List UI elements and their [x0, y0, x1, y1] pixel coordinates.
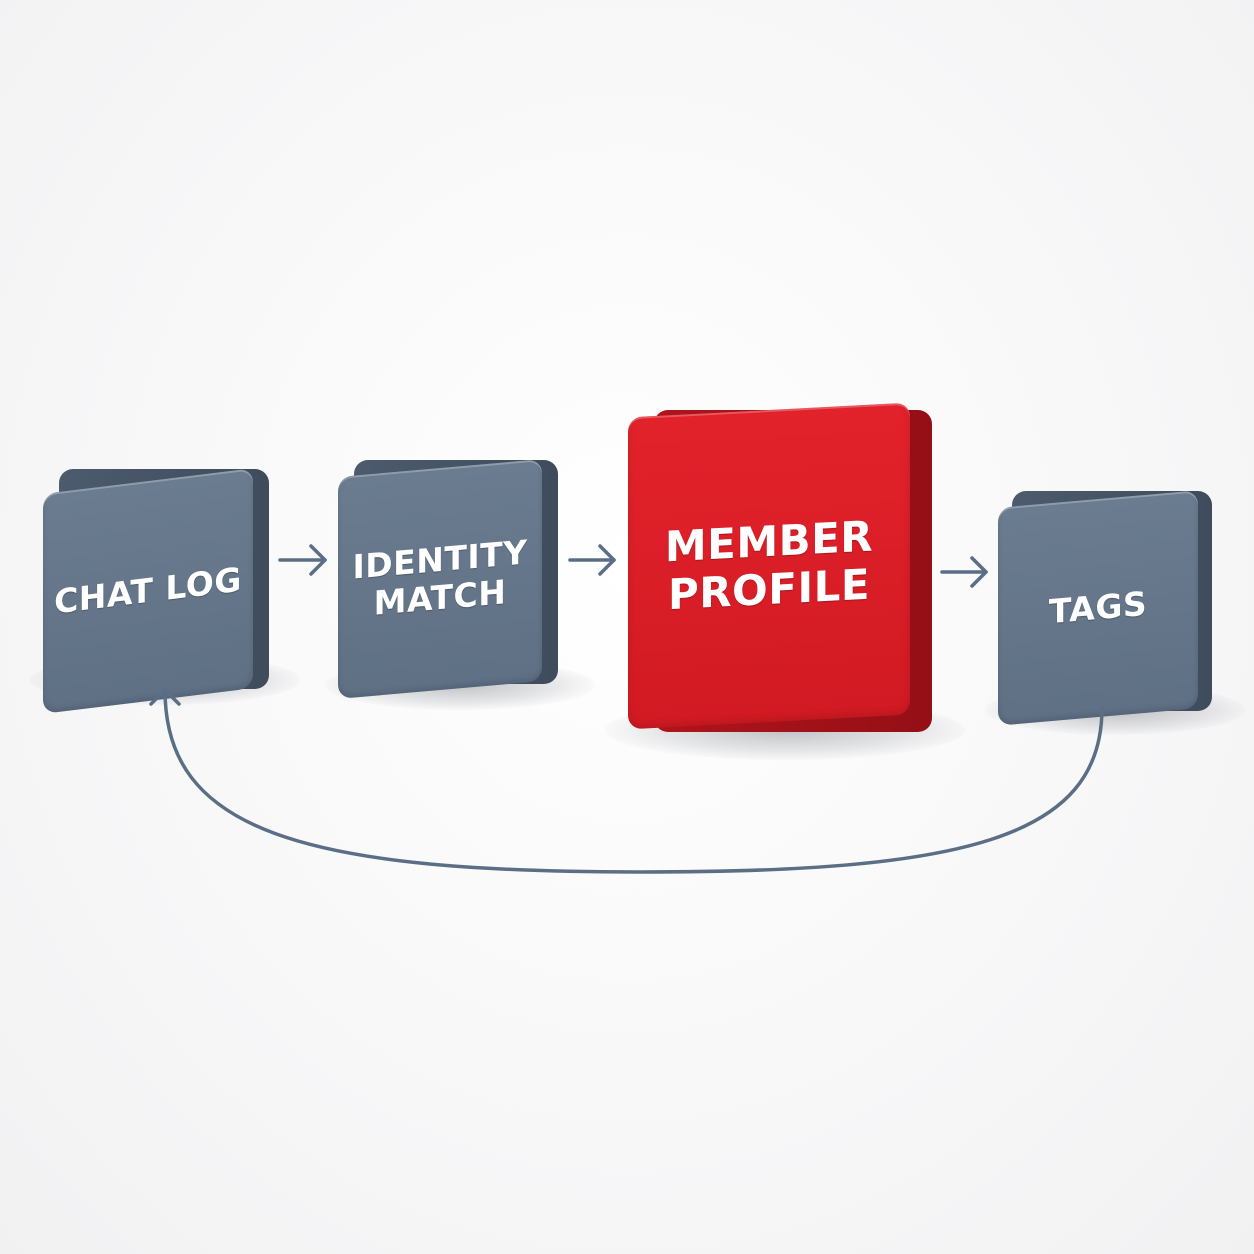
- arrow-identity-match-to-member-profile: [568, 544, 616, 576]
- chat-log-block[interactable]: CHAT LOG: [43, 457, 269, 714]
- arrow-head-icon: [149, 688, 181, 706]
- arrow-head-icon: [598, 544, 616, 576]
- arrow-tags-to-chat-log: [149, 688, 1104, 874]
- arrow-chat-log-to-identity-match: [278, 544, 327, 576]
- arrow-head-icon: [309, 544, 327, 576]
- arrow-member-profile-to-tags: [940, 556, 988, 588]
- arrow-head-icon: [970, 556, 988, 588]
- tags-block[interactable]: TAGS: [998, 481, 1212, 726]
- identity-match-block[interactable]: IDENTITY MATCH: [338, 450, 558, 699]
- edge-loop-line: [163, 688, 1104, 874]
- member-profile-block[interactable]: MEMBER PROFILE: [628, 396, 932, 734]
